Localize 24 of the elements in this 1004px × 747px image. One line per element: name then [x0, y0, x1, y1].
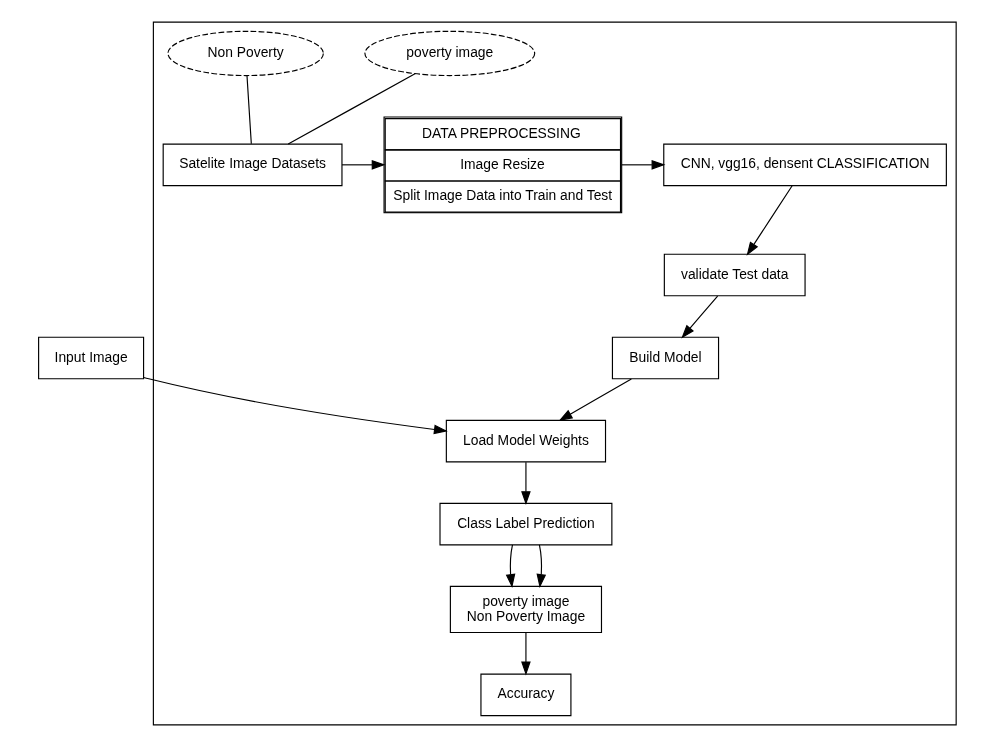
arrow — [681, 295, 719, 339]
node-box: poverty image Non Poverty Image — [449, 585, 603, 634]
node-box: Load Model Weights — [445, 419, 607, 463]
node-box: CNN, vgg16, densent CLASSIFICATION — [663, 143, 947, 187]
arrow — [558, 378, 632, 421]
arrow — [521, 461, 531, 505]
connector — [287, 73, 417, 145]
cluster — [152, 21, 957, 726]
arrow — [505, 544, 516, 588]
node-box: validate Test data — [663, 253, 806, 297]
node-ellipse: Non Poverty — [167, 30, 324, 77]
node-box: Input Image — [38, 336, 145, 380]
node-box: Class Label Prediction — [439, 502, 613, 546]
connector — [246, 75, 252, 145]
node-box: Accuracy — [480, 673, 572, 717]
node-box: Satelite Image Datasets — [162, 143, 343, 187]
arrow — [341, 160, 386, 170]
arrow — [746, 185, 793, 256]
node-ellipse: poverty image — [364, 30, 536, 77]
arrow — [521, 632, 531, 676]
arrow — [621, 160, 666, 170]
arrow — [536, 544, 547, 588]
node-box: Build Model — [611, 336, 720, 380]
arrow — [143, 376, 448, 435]
